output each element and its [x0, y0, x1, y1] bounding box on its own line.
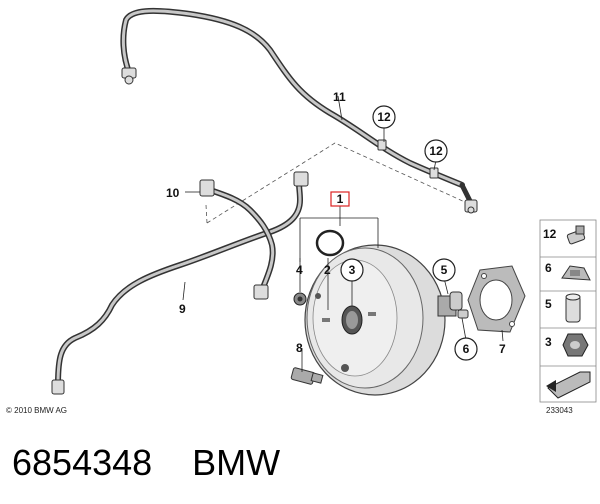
svg-text:11: 11: [333, 90, 346, 104]
brand-name: BMW: [192, 442, 281, 483]
leader-lines: [182, 95, 504, 372]
hose-fittings-lower: [51, 171, 309, 395]
legend-arrow-icon: [546, 371, 591, 399]
svg-text:10: 10: [166, 186, 180, 200]
brake-booster: [304, 244, 457, 396]
gasket-7: [467, 265, 526, 333]
copyright-text: © 2010 BMW AG: [6, 406, 68, 415]
callout-6: 6: [454, 337, 478, 361]
svg-text:5: 5: [441, 263, 448, 277]
callout-4: 4: [296, 263, 303, 277]
legend-item-6: 6: [545, 261, 591, 281]
callout-11: 11: [333, 90, 346, 104]
callout-12a: 12: [372, 105, 396, 129]
callout-5: 5: [432, 258, 456, 282]
o-ring-2: [315, 229, 345, 257]
svg-text:12: 12: [377, 110, 391, 124]
svg-text:1: 1: [337, 192, 344, 206]
sensor-8: [290, 367, 324, 385]
callout-3: 3: [340, 258, 364, 282]
svg-text:8: 8: [296, 341, 303, 355]
callout-12b: 12: [424, 139, 448, 163]
grommet-4: [293, 292, 307, 306]
svg-text:6: 6: [545, 261, 552, 275]
svg-text:3: 3: [349, 263, 356, 277]
callout-9: 9: [179, 302, 186, 316]
callout-7: 7: [499, 342, 506, 356]
parts-diagram: 11 12 12 10 1 9 4 2 3 5 6 7 8: [51, 7, 597, 403]
svg-text:12: 12: [543, 227, 557, 241]
dashed-guides: [205, 142, 479, 224]
legend-item-5: 5: [545, 293, 581, 323]
legend-item-12: 12: [543, 225, 586, 245]
svg-text:12: 12: [429, 144, 443, 158]
hose-fittings-top: [121, 67, 478, 214]
svg-text:4: 4: [296, 263, 303, 277]
check-valve-5: [449, 291, 469, 319]
callout-10: 10: [166, 186, 180, 200]
svg-text:6: 6: [463, 342, 470, 356]
part-number: 6854348: [12, 442, 153, 483]
svg-text:3: 3: [545, 335, 552, 349]
svg-text:5: 5: [545, 297, 552, 311]
callout-8: 8: [296, 341, 303, 355]
callout-2: 2: [324, 263, 331, 277]
svg-text:9: 9: [179, 302, 186, 316]
callout-1: 1: [330, 191, 350, 207]
svg-text:7: 7: [499, 342, 506, 356]
vacuum-hose-9: [55, 177, 303, 388]
diagram-number: 233043: [546, 406, 573, 415]
legend-panel: 12 6 5 3: [539, 219, 597, 403]
caption: 6854348 BMW: [12, 442, 280, 484]
legend-item-3: 3: [545, 333, 589, 357]
svg-text:2: 2: [324, 263, 331, 277]
